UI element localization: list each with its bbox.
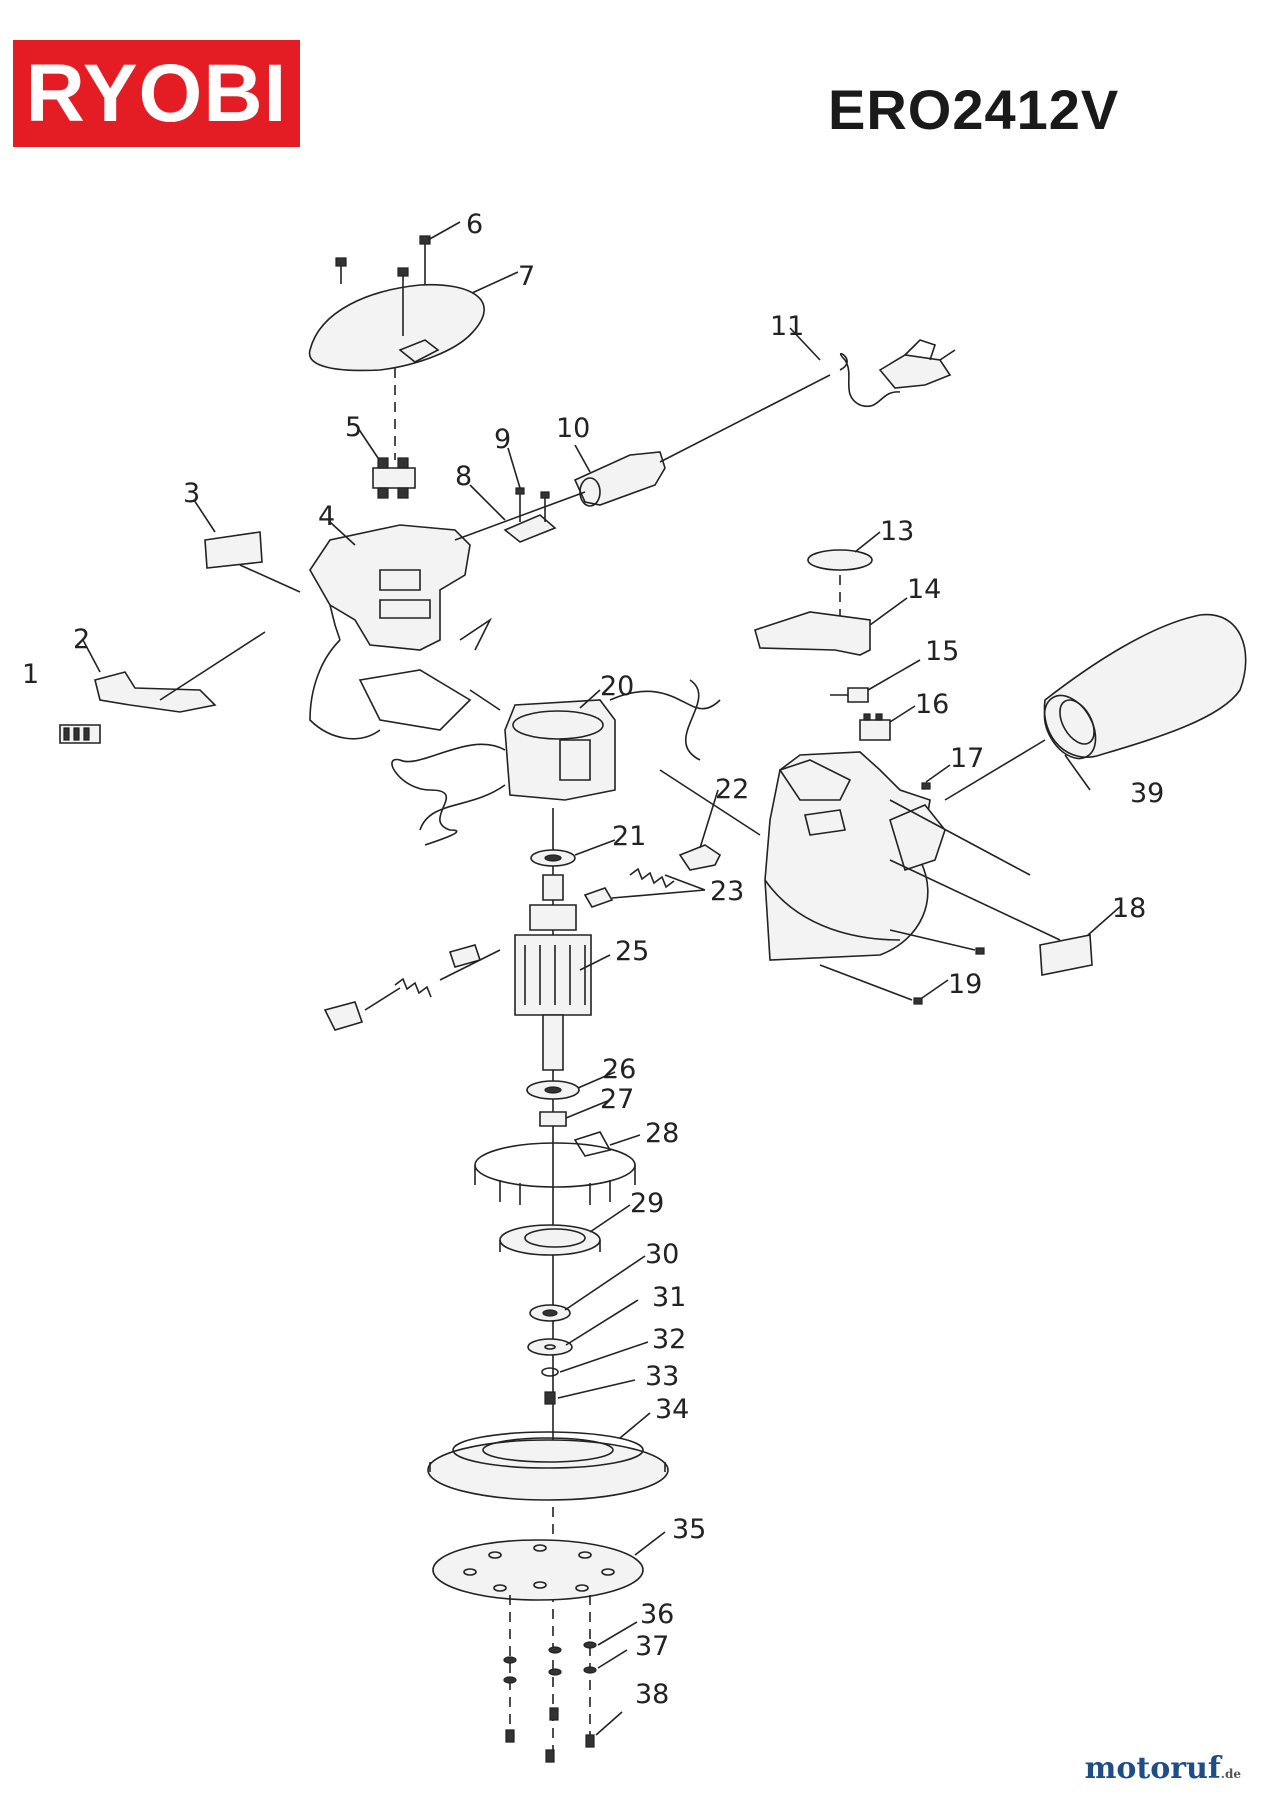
label-part-3: 3 [183,478,200,509]
label-part-34: 34 [655,1394,689,1425]
label-part-16: 16 [915,689,949,720]
part-housing-right [764,751,946,961]
label-part-17: 17 [950,743,984,774]
part-34-base-pad [427,1431,669,1501]
label-part-15: 15 [925,636,959,667]
part-36-37-38-screws [503,1595,597,1763]
part-1-switch-block [59,724,101,744]
label-part-26: 26 [602,1054,636,1085]
part-5-switch [372,457,416,499]
part-33-screw [544,1391,556,1405]
part-7-rear-cover [308,283,485,460]
part-14-cover-plate [754,611,871,656]
part-brush-left [323,944,501,1031]
label-part-39: 39 [1130,778,1164,809]
part-25-armature [514,874,592,1071]
part-11-power-cord [454,339,956,541]
label-part-10: 10 [556,413,590,444]
label-part-35: 35 [672,1514,706,1545]
label-part-38: 38 [635,1679,669,1710]
label-part-19: 19 [948,969,982,1000]
part-23-brush-spring [583,867,675,908]
part-29-counterweight [499,1224,601,1256]
part-31-washer [527,1338,573,1356]
label-part-29: 29 [630,1188,664,1219]
label-part-9: 9 [494,424,511,455]
part-28-fan [474,1131,636,1205]
part-10-strain-relief [573,451,666,507]
part-17-screw [921,782,931,790]
part-26-bearing [526,1080,580,1100]
label-part-2: 2 [73,624,90,655]
label-part-20: 20 [600,671,634,702]
part-22-brush-holder [678,844,722,871]
label-part-22: 22 [715,774,749,805]
part-16-speed-control [859,713,891,741]
label-part-36: 36 [640,1599,674,1630]
part-6-screws [335,235,431,336]
label-part-25: 25 [615,936,649,967]
motoruf-watermark: motoruf.de [1085,1751,1241,1786]
label-part-27: 27 [600,1084,634,1115]
label-part-33: 33 [645,1361,679,1392]
part-19-screws [819,929,985,1005]
part-21-bearing [530,849,576,867]
ryobi-logo: RYOBI [13,40,300,147]
label-part-23: 23 [710,876,744,907]
part-18-label [889,859,1093,976]
label-part-28: 28 [645,1118,679,1149]
part-8-cord-clamp [503,514,557,543]
assembly-line [659,769,761,836]
label-part-13: 13 [880,516,914,547]
label-part-37: 37 [635,1631,669,1662]
part-9-screws [515,487,550,522]
label-part-31: 31 [652,1282,686,1313]
watermark-suffix: .de [1220,1767,1241,1781]
label-part-5: 5 [345,412,362,443]
part-35-sanding-disc [432,1539,644,1601]
label-part-4: 4 [318,501,335,532]
part-4-housing-left [309,524,493,740]
model-title: ERO2412V [828,78,1120,141]
part-15-capacitor [830,687,869,703]
label-part-8: 8 [455,461,472,492]
watermark-name: motoruf [1084,1751,1221,1786]
label-part-11: 11 [770,311,804,342]
part-32-washer [541,1367,559,1377]
part-labels: 6 7 11 5 9 10 8 3 4 13 14 2 15 1 20 16 1… [22,209,1164,1710]
label-part-18: 18 [1112,893,1146,924]
label-part-30: 30 [645,1239,679,1270]
label-part-14: 14 [907,574,941,605]
part-2-switch-lever [94,631,266,713]
label-part-7: 7 [518,261,535,292]
leader-lines [82,221,1123,1736]
part-30-bearing [529,1304,571,1322]
logo-text: RYOBI [25,47,288,139]
label-part-6: 6 [466,209,483,240]
assembly-line [889,799,1031,876]
part-27-spacer [539,1111,567,1127]
label-part-32: 32 [652,1324,686,1355]
part-20-motor-bracket [391,679,721,846]
part-3-label [204,531,301,593]
label-part-21: 21 [612,821,646,852]
label-part-1: 1 [22,659,39,690]
part-39-dust-bag [944,613,1247,801]
